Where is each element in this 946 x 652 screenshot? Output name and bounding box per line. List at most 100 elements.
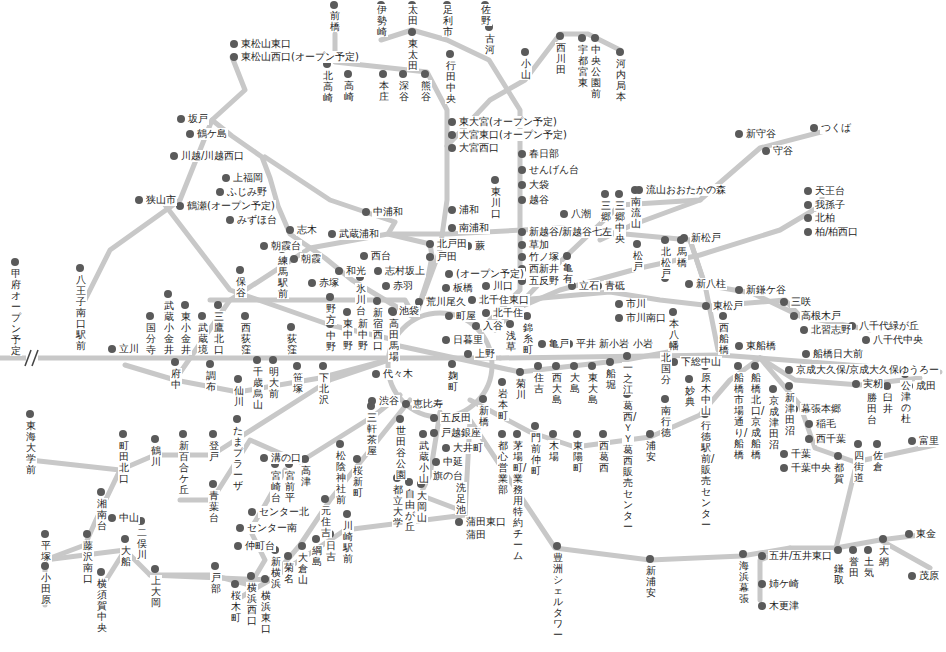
- station-label: 東大宮(オープン予定): [458, 116, 558, 128]
- station-label: 馬橋: [676, 246, 688, 268]
- station-label: 大袋: [528, 179, 550, 191]
- station-label: 木場: [548, 440, 560, 462]
- station-label: 横浜西口: [246, 582, 258, 626]
- station-dot: [521, 48, 529, 56]
- station-label: 東船橋: [745, 340, 777, 352]
- station-label: 三郷中央: [614, 200, 626, 244]
- station-label: 麹町: [447, 370, 459, 392]
- station-dot: [396, 415, 404, 423]
- station-label: 北千住東口: [478, 294, 530, 306]
- station-dot: [661, 395, 669, 403]
- station-dot: [260, 454, 268, 462]
- station-label: 東陽町: [572, 440, 584, 473]
- station-dot: [382, 282, 390, 290]
- station-label: 誉田: [848, 556, 860, 578]
- station-dot: [553, 542, 561, 550]
- station-label: 下北沢: [318, 372, 330, 405]
- station-dot: [234, 542, 242, 550]
- station-dot: [534, 362, 542, 370]
- station-label: 小岩: [632, 338, 654, 350]
- station-label: 洗足池: [455, 482, 467, 515]
- station-label: 新小岩: [598, 338, 630, 350]
- station-label: 佐倉: [872, 450, 884, 472]
- rail-line: [236, 400, 410, 600]
- station-dot: [479, 395, 487, 403]
- station-dot: [518, 150, 526, 158]
- station-label: 流山おおたかの森: [645, 184, 727, 196]
- station-label: 北千住: [492, 307, 524, 319]
- station-dot: [646, 430, 654, 438]
- station-label: 中浦和: [372, 206, 404, 218]
- station-label: 実籾: [862, 378, 884, 390]
- station-dot: [518, 253, 526, 261]
- station-label: 松陰神社前: [335, 450, 347, 505]
- station-label: 天王台: [814, 185, 846, 197]
- station-dot: [780, 450, 788, 458]
- station-dot: [121, 535, 129, 543]
- station-dot: [335, 267, 343, 275]
- station-dot: [41, 530, 49, 538]
- station-dot: [177, 115, 185, 123]
- station-label: 五反野: [528, 275, 560, 287]
- station-label: 大宮東口(オープン予定): [458, 129, 568, 141]
- station-dot: [301, 455, 309, 463]
- station-dot: [908, 437, 916, 445]
- station-label: 中央公園前: [590, 44, 602, 99]
- station-label: 海浜幕張: [738, 560, 750, 604]
- station-dot: [563, 252, 571, 260]
- station-dot: [253, 356, 261, 364]
- rail-line: [30, 460, 120, 470]
- rail-line: [45, 420, 470, 580]
- station-label: 岩本町: [497, 388, 509, 421]
- rail-line: [80, 120, 212, 310]
- station-label: 行徳駅前/販売センター: [700, 420, 712, 530]
- station-label: 八王子南口駅前: [75, 274, 87, 351]
- station-label: 京成津田沼: [768, 395, 780, 450]
- station-dot: [83, 530, 91, 538]
- station-label: 新越谷/新越谷七左: [528, 226, 613, 238]
- station-label: 足利市: [442, 4, 454, 37]
- station-label: 中山: [118, 512, 140, 524]
- station-dot: [518, 241, 526, 249]
- station-label: 市川南口: [625, 312, 667, 324]
- station-label: 浦安: [645, 440, 657, 462]
- station-label: 蒲田: [465, 529, 487, 541]
- station-label: 伊勢崎: [376, 4, 388, 37]
- station-dot: [230, 40, 238, 48]
- station-label: 練馬駅前: [277, 255, 289, 299]
- station-label: 五井/五井東口: [768, 550, 833, 562]
- station-dot: [290, 255, 298, 263]
- station-dot: [430, 429, 438, 437]
- station-dot: [222, 174, 230, 182]
- station-label: 本八幡: [668, 318, 680, 351]
- station-dot: [402, 400, 410, 408]
- station-label: 蒲田東口: [465, 516, 507, 528]
- station-label: 八千代緑が丘: [858, 320, 920, 332]
- station-label: 菊川: [515, 378, 527, 400]
- station-dot: [179, 430, 187, 438]
- station-dot: [573, 430, 581, 438]
- station-label: 千葉: [790, 448, 812, 460]
- station-dot: [601, 190, 609, 198]
- station-label: 原木中山: [700, 372, 712, 416]
- station-label: 高津: [300, 465, 312, 487]
- station-dot: [388, 307, 396, 315]
- station-label: 姉ケ崎: [768, 578, 800, 590]
- station-label: 西大島: [551, 372, 563, 405]
- station-dot: [635, 186, 643, 194]
- station-label: 藤沢南口: [82, 540, 94, 584]
- station-dot: [432, 458, 440, 466]
- station-label: 日吉: [325, 540, 337, 562]
- station-dot: [379, 70, 387, 78]
- station-label: 鶴川: [150, 445, 162, 467]
- station-label: 南行徳: [660, 405, 672, 438]
- station-dot: [11, 258, 19, 266]
- station-dot: [408, 28, 416, 36]
- station-dot: [343, 510, 351, 518]
- station-label: 川口: [492, 280, 514, 292]
- station-dot: [834, 452, 842, 460]
- station-label: 菊名: [283, 562, 295, 584]
- station-dot: [518, 228, 526, 236]
- station-label: 明大前: [268, 366, 280, 399]
- station-label: 八千代中央: [872, 334, 924, 346]
